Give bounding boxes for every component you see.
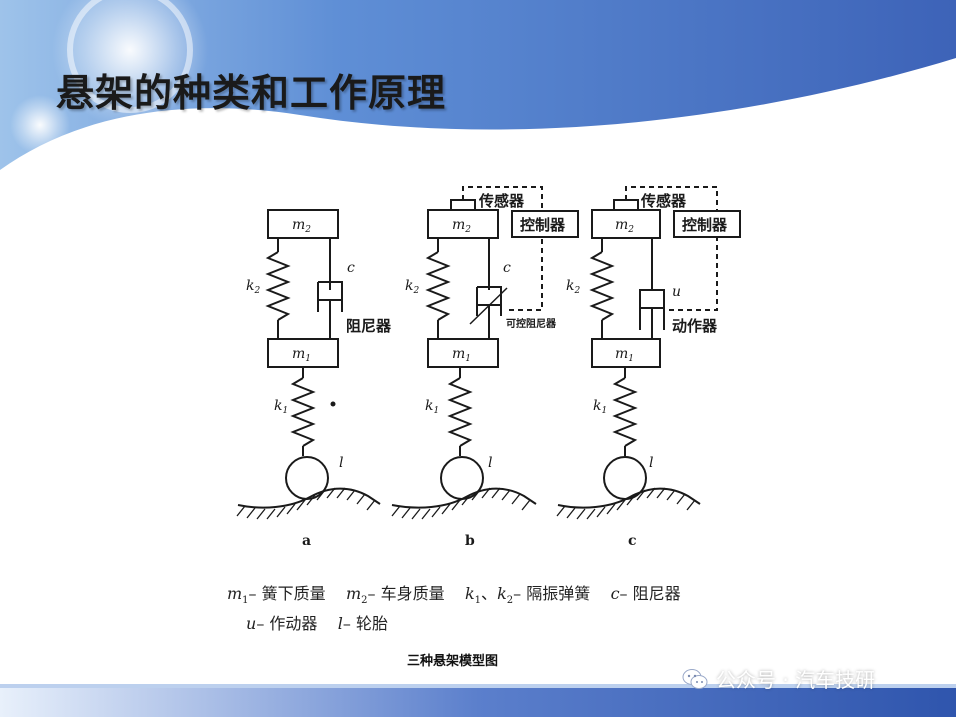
legend-m1: m1– 簧下质量 [227,584,326,607]
label-k1: k1 [274,398,288,416]
label-m1: m1 [452,346,471,364]
controllable-damper [476,286,502,316]
damper-c [317,281,343,312]
control-dashed-loop [462,186,543,311]
sensor-label: 传感器 [640,192,687,210]
footer-line [0,684,956,688]
controllable-damper-label: 可控阻尼器 [506,317,557,330]
spring-k1 [290,377,316,447]
legend-l: l– 轮胎 [337,614,388,633]
legend-c: c– 阻尼器 [610,584,681,603]
subfigure-label-a: a [302,533,311,549]
legend-line-2: u– 作动器 l– 轮胎 [246,610,388,634]
spring-k1 [447,377,473,447]
sensor-label: 传感器 [478,192,525,210]
model-a [236,209,381,520]
model-c [556,186,741,520]
watermark-text: 公众号 · 汽车技研 [716,668,876,692]
label-m1: m1 [615,346,634,364]
label-m1: m1 [292,346,311,364]
legend-line-1: m1– 簧下质量 m2– 车身质量 k1、k2– 隔振弹簧 c– 阻尼器 [227,580,681,606]
label-c: c [503,260,511,276]
page-title: 悬架的种类和工作原理 [56,71,447,115]
controller-box [673,210,741,238]
watermark: 公众号 · 汽车技研 [682,664,875,693]
label-u: u [672,284,681,300]
label-k1: k1 [593,398,607,416]
label-m2: m2 [615,217,634,235]
label-m2: m2 [292,217,311,235]
label-m2: m2 [452,217,471,235]
sprung-mass-block [427,209,499,239]
controller-box [511,210,579,238]
road [237,487,381,509]
spring-k1 [612,377,638,447]
damper-label: 阻尼器 [346,317,392,335]
label-tire: l [339,455,343,471]
label-tire: l [488,455,492,471]
label-c: c [347,260,355,276]
legend-k: k1、k2– 隔振弹簧 [464,584,591,607]
subfigure-label-b: b [465,533,475,549]
road [557,487,701,509]
model-b [391,186,579,520]
subfigure-label-c: c [628,533,637,549]
sensor-box [613,199,639,211]
sensor-box [450,199,476,211]
controller-label: 控制器 [682,216,728,234]
unsprung-mass-block [427,338,499,368]
label-k2: k2 [566,278,580,296]
label-tire: l [649,455,653,471]
controller-label: 控制器 [520,216,566,234]
spring-k2 [265,251,291,321]
label-k2: k2 [246,278,260,296]
wechat-icon [682,668,708,689]
figure-caption: 三种悬架模型图 [407,654,499,669]
label-k1: k1 [425,398,439,416]
label-k2: k2 [405,278,419,296]
actuator [639,289,665,309]
header-glow-small [10,95,70,155]
control-dashed-loop [625,186,718,311]
unsprung-mass-block [267,338,339,368]
legend-u: u– 作动器 [246,614,318,633]
spring-k2 [589,251,615,321]
legend-m2: m2– 车身质量 [345,584,445,607]
actuator-label: 动作器 [672,317,718,335]
road [391,487,537,509]
spring-k2 [425,251,451,321]
header-band [0,0,956,170]
header-ring [67,0,193,113]
marker-dot [330,401,336,407]
header-wave [0,62,956,215]
sprung-mass-block [267,209,339,239]
footer-band [0,688,956,717]
